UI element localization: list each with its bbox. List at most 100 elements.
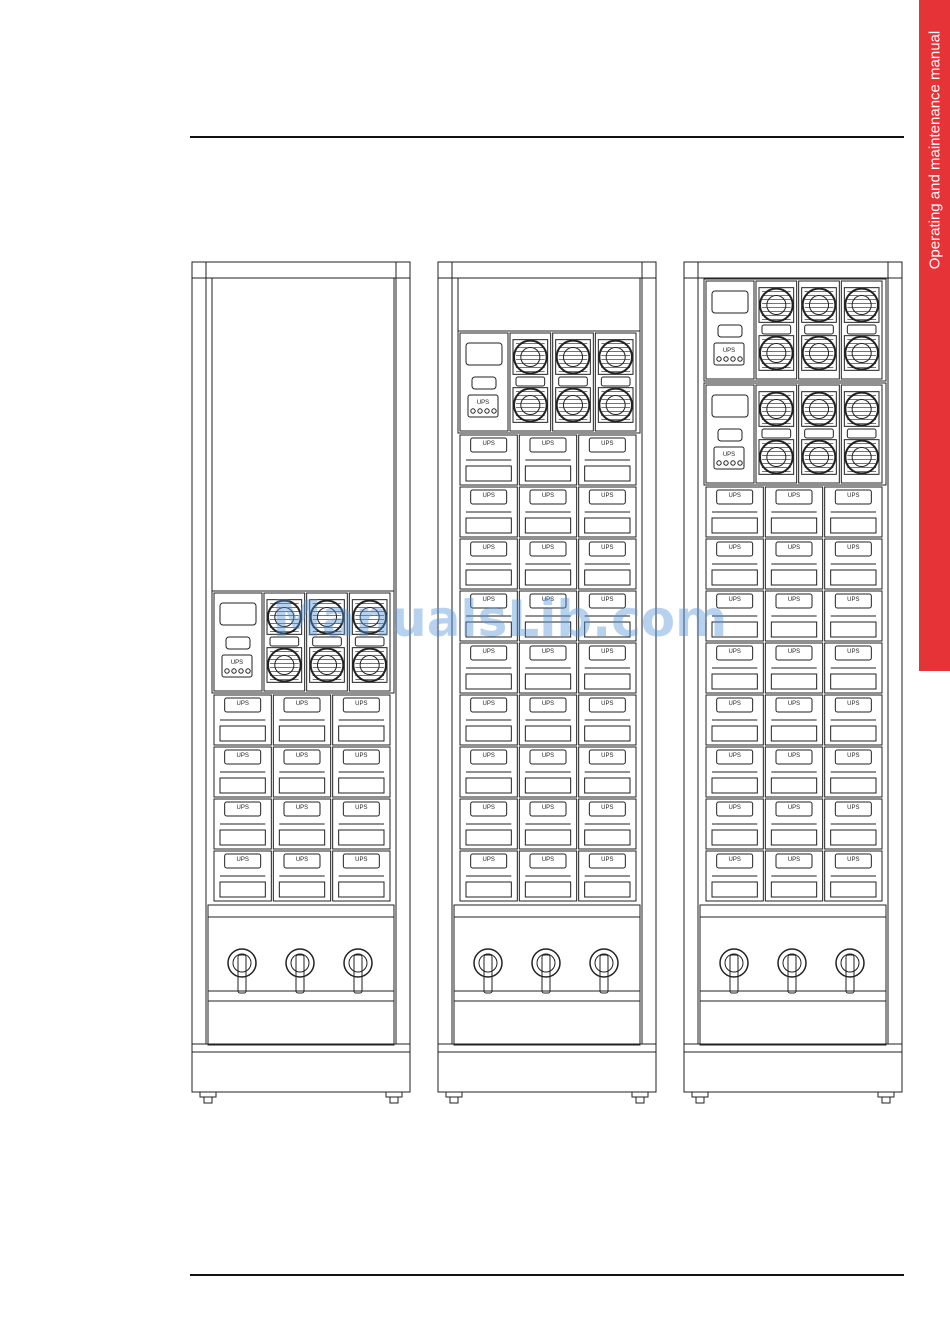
- battery-module: UPS: [459, 590, 518, 642]
- module-label-plate: [529, 489, 567, 505]
- module-label-plate: [716, 749, 754, 765]
- module-label-plate: [775, 645, 813, 661]
- battery-module: UPS: [764, 850, 824, 902]
- battery-module: UPS: [764, 590, 824, 642]
- module-label: UPS: [847, 701, 859, 707]
- keypad-button-icon: [484, 408, 490, 414]
- keypad-button-icon: [491, 408, 497, 414]
- control-panel: [705, 280, 755, 380]
- module-label-plate: [716, 541, 754, 557]
- module-label: UPS: [542, 545, 554, 551]
- module-label: UPS: [482, 441, 494, 447]
- battery-module: UPS: [764, 642, 824, 694]
- battery-module: UPS: [578, 694, 637, 746]
- cabinet-right-post: [395, 261, 411, 1045]
- module-label: UPS: [847, 597, 859, 603]
- status-indicator: [717, 428, 743, 442]
- leveling-foot-icon: [631, 1091, 649, 1104]
- battery-module: UPS: [705, 486, 764, 538]
- battery-module: UPS: [824, 850, 883, 902]
- breaker-panel: [207, 904, 395, 1046]
- module-label: UPS: [788, 493, 800, 499]
- battery-module: UPS: [578, 850, 637, 902]
- fan-module: [755, 384, 798, 484]
- cabinet-left-post: [683, 261, 699, 1045]
- module-label-plate: [283, 801, 321, 817]
- module-label: UPS: [236, 857, 248, 863]
- fan-handle: [312, 636, 342, 647]
- fan-handle: [558, 376, 588, 387]
- keypad: [713, 342, 745, 366]
- keypad-button-icon: [245, 668, 251, 674]
- cabinet-plinth: [437, 1043, 657, 1093]
- battery-module: UPS: [518, 486, 578, 538]
- fan-icon: [555, 339, 591, 375]
- battery-module: UPS: [764, 538, 824, 590]
- module-label: UPS: [542, 805, 554, 811]
- module-label-plate: [342, 697, 380, 713]
- module-label-plate: [470, 749, 508, 765]
- battery-module: UPS: [578, 434, 637, 486]
- module-label-plate: [834, 593, 872, 609]
- fan-icon: [843, 287, 880, 323]
- module-label: UPS: [601, 701, 613, 707]
- fan-icon: [843, 335, 880, 371]
- cabinet-left-post: [191, 261, 207, 1045]
- fan-icon: [801, 439, 837, 475]
- module-label-plate: [716, 801, 754, 817]
- battery-module: UPS: [332, 850, 391, 902]
- module-label: UPS: [296, 857, 308, 863]
- battery-module: UPS: [824, 590, 883, 642]
- module-label-plate: [529, 645, 567, 661]
- module-label-plate: [775, 697, 813, 713]
- battery-module: UPS: [705, 590, 764, 642]
- module-label-plate: [529, 697, 567, 713]
- unit-label: UPS: [723, 348, 735, 354]
- module-label: UPS: [601, 753, 613, 759]
- battery-module: UPS: [332, 798, 391, 850]
- module-label: UPS: [296, 701, 308, 707]
- rotary-switch-icon: [285, 948, 315, 994]
- module-label-plate: [834, 489, 872, 505]
- module-label-plate: [834, 853, 872, 869]
- module-label: UPS: [542, 701, 554, 707]
- module-label: UPS: [847, 493, 859, 499]
- module-label-plate: [224, 749, 262, 765]
- module-label: UPS: [542, 649, 554, 655]
- module-label-plate: [834, 645, 872, 661]
- cabinet-top-rail: [683, 261, 903, 279]
- status-indicator: [225, 636, 251, 650]
- fan-icon: [309, 647, 345, 683]
- battery-module: UPS: [578, 538, 637, 590]
- cabinet-right-post: [641, 261, 657, 1045]
- module-label: UPS: [728, 597, 740, 603]
- header-rule: [190, 136, 904, 138]
- fan-icon: [351, 647, 388, 683]
- fan-icon: [758, 439, 795, 475]
- keypad-button-icon: [723, 460, 729, 466]
- battery-module: UPS: [213, 850, 272, 902]
- fan-handle: [761, 428, 792, 439]
- module-label-plate: [342, 749, 380, 765]
- rotary-switch-icon: [719, 948, 749, 994]
- module-label-plate: [529, 801, 567, 817]
- module-label-plate: [834, 749, 872, 765]
- battery-module: UPS: [272, 850, 332, 902]
- module-label-plate: [529, 541, 567, 557]
- module-label: UPS: [482, 493, 494, 499]
- module-label-plate: [588, 437, 626, 453]
- battery-module: UPS: [705, 746, 764, 798]
- rotary-switch-icon: [589, 948, 619, 994]
- fan-icon: [758, 335, 795, 371]
- battery-module: UPS: [518, 590, 578, 642]
- keypad: [467, 394, 499, 418]
- battery-module: UPS: [459, 798, 518, 850]
- module-label-plate: [775, 489, 813, 505]
- rotary-switch-icon: [473, 948, 503, 994]
- module-label-plate: [470, 541, 508, 557]
- section-side-tab: Operating and maintenance manual: [919, 0, 950, 671]
- battery-module: UPS: [459, 642, 518, 694]
- fan-icon: [309, 599, 345, 635]
- battery-module: UPS: [518, 538, 578, 590]
- module-label: UPS: [482, 701, 494, 707]
